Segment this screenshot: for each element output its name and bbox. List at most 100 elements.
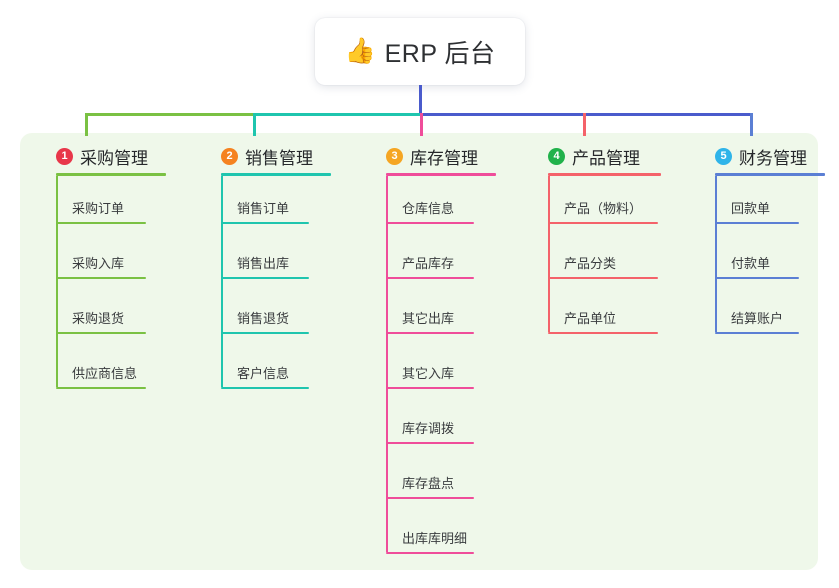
leaf-underline bbox=[56, 387, 146, 389]
leaf-underline bbox=[221, 277, 309, 279]
branch-items: 仓库信息产品库存其它出库其它入库库存调拨库存盘点出库库明细 bbox=[368, 176, 496, 561]
leaf-label: 采购订单 bbox=[72, 201, 125, 216]
branch-spine bbox=[548, 176, 550, 332]
branch-spine bbox=[715, 176, 717, 332]
thumbs-up-icon: 👍 bbox=[344, 37, 376, 65]
root-node[interactable]: 👍 ERP 后台 bbox=[315, 18, 525, 85]
leaf-item[interactable]: 产品单位 bbox=[530, 286, 661, 341]
leaf-underline bbox=[56, 332, 146, 334]
leaf-underline bbox=[386, 497, 474, 499]
leaf-item[interactable]: 采购退货 bbox=[38, 286, 166, 341]
leaf-item[interactable]: 库存盘点 bbox=[368, 451, 496, 506]
leaf-underline bbox=[221, 387, 309, 389]
leaf-label: 产品（物料） bbox=[564, 201, 643, 216]
leaf-underline bbox=[221, 332, 309, 334]
leaf-item[interactable]: 出库库明细 bbox=[368, 506, 496, 561]
leaf-label: 仓库信息 bbox=[402, 201, 455, 216]
branch-number-badge: 5 bbox=[715, 147, 732, 165]
leaf-item[interactable]: 回款单 bbox=[697, 176, 825, 231]
branch-underline bbox=[386, 173, 496, 176]
branch-items: 回款单付款单结算账户 bbox=[697, 176, 825, 341]
leaf-label: 销售订单 bbox=[237, 201, 290, 216]
branch-title: 销售管理 bbox=[245, 148, 313, 168]
branch-drop-connector-2 bbox=[253, 113, 256, 136]
leaf-underline bbox=[56, 277, 146, 279]
leaf-item[interactable]: 结算账户 bbox=[697, 286, 825, 341]
branch-header-2[interactable]: 2 销售管理 bbox=[203, 143, 331, 169]
leaf-underline bbox=[386, 387, 474, 389]
branch-items: 销售订单销售出库销售退货客户信息 bbox=[203, 176, 331, 396]
bus-segment-1 bbox=[85, 113, 254, 116]
leaf-item[interactable]: 产品分类 bbox=[530, 231, 661, 286]
bus-segment-2 bbox=[253, 113, 421, 116]
branch-title: 库存管理 bbox=[410, 148, 478, 168]
leaf-underline bbox=[715, 277, 799, 279]
leaf-label: 库存调拨 bbox=[402, 421, 455, 436]
leaf-item[interactable]: 销售订单 bbox=[203, 176, 331, 231]
leaf-item[interactable]: 供应商信息 bbox=[38, 341, 166, 396]
branch-items: 产品（物料） 产品分类产品单位 bbox=[530, 176, 661, 341]
leaf-item[interactable]: 产品（物料） bbox=[530, 176, 661, 231]
root-stem-connector bbox=[419, 85, 422, 115]
leaf-underline bbox=[548, 277, 658, 279]
branch-drop-connector-3 bbox=[420, 113, 423, 136]
leaf-label: 供应商信息 bbox=[72, 366, 138, 381]
leaf-item[interactable]: 付款单 bbox=[697, 231, 825, 286]
branch-spine bbox=[221, 176, 223, 387]
branch-spine bbox=[386, 176, 388, 552]
leaf-item[interactable]: 销售退货 bbox=[203, 286, 331, 341]
branch-drop-connector-4 bbox=[583, 113, 586, 136]
branch-header-4[interactable]: 4 产品管理 bbox=[530, 143, 661, 169]
leaf-item[interactable]: 其它出库 bbox=[368, 286, 496, 341]
leaf-label: 采购退货 bbox=[72, 311, 125, 326]
leaf-item[interactable]: 采购入库 bbox=[38, 231, 166, 286]
branch-spine bbox=[56, 176, 58, 387]
branch-column-2: 2 销售管理销售订单销售出库销售退货客户信息 bbox=[203, 143, 331, 396]
leaf-label: 其它出库 bbox=[402, 311, 455, 326]
branch-underline bbox=[548, 173, 661, 176]
branch-header-3[interactable]: 3 库存管理 bbox=[368, 143, 496, 169]
leaf-underline bbox=[386, 222, 474, 224]
leaf-label: 产品分类 bbox=[564, 256, 617, 271]
leaf-underline bbox=[715, 332, 799, 334]
leaf-item[interactable]: 其它入库 bbox=[368, 341, 496, 396]
branch-underline bbox=[221, 173, 331, 176]
leaf-underline bbox=[548, 222, 658, 224]
leaf-label: 回款单 bbox=[731, 201, 771, 216]
leaf-item[interactable]: 销售出库 bbox=[203, 231, 331, 286]
leaf-underline bbox=[221, 222, 309, 224]
branch-drop-connector-5 bbox=[750, 113, 753, 136]
leaf-label: 销售出库 bbox=[237, 256, 290, 271]
leaf-underline bbox=[56, 222, 146, 224]
branch-number-badge: 1 bbox=[56, 147, 73, 165]
leaf-item[interactable]: 客户信息 bbox=[203, 341, 331, 396]
root-title: ERP 后台 bbox=[384, 39, 496, 68]
leaf-underline bbox=[386, 442, 474, 444]
leaf-underline bbox=[386, 552, 474, 554]
leaf-item[interactable]: 仓库信息 bbox=[368, 176, 496, 231]
branch-number-badge: 3 bbox=[386, 147, 403, 165]
leaf-underline bbox=[386, 277, 474, 279]
leaf-label: 库存盘点 bbox=[402, 476, 455, 491]
branch-number-badge: 4 bbox=[548, 147, 565, 165]
branch-drop-connector-1 bbox=[85, 113, 88, 136]
leaf-item[interactable]: 产品库存 bbox=[368, 231, 496, 286]
bus-segment-3 bbox=[420, 113, 752, 116]
leaf-label: 产品单位 bbox=[564, 311, 617, 326]
leaf-label: 客户信息 bbox=[237, 366, 290, 381]
leaf-item[interactable]: 库存调拨 bbox=[368, 396, 496, 451]
branch-column-4: 4 产品管理产品（物料） 产品分类产品单位 bbox=[530, 143, 661, 341]
branch-items: 采购订单采购入库采购退货供应商信息 bbox=[38, 176, 166, 396]
leaf-label: 其它入库 bbox=[402, 366, 455, 381]
leaf-item[interactable]: 采购订单 bbox=[38, 176, 166, 231]
leaf-label: 付款单 bbox=[731, 256, 771, 271]
branch-number-badge: 2 bbox=[221, 147, 238, 165]
branch-underline bbox=[56, 173, 166, 176]
branch-title: 产品管理 bbox=[572, 148, 640, 168]
leaf-underline bbox=[386, 332, 474, 334]
